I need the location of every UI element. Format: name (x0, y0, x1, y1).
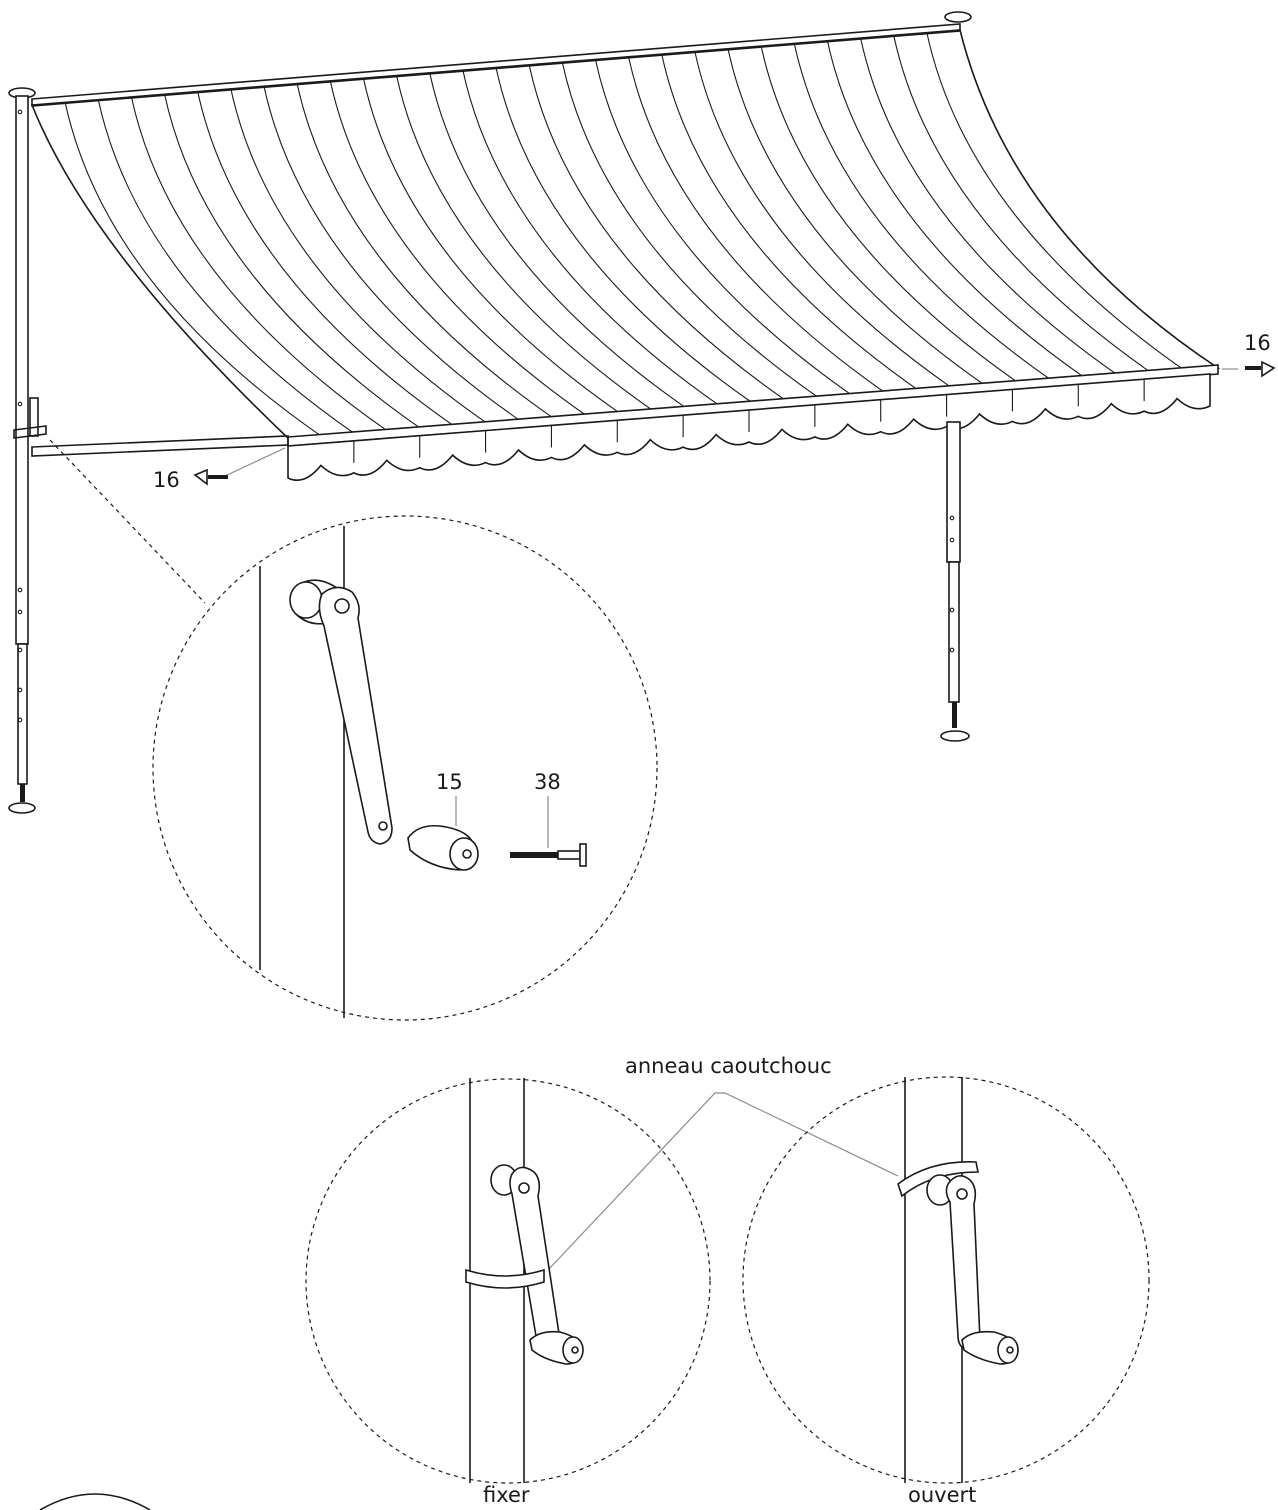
canopy-stripe (926, 32, 1186, 372)
canopy-stripe (661, 53, 921, 392)
right-post-thread (952, 702, 957, 728)
canopy-stripe (793, 43, 1053, 382)
canopy-stripe (164, 94, 423, 431)
right-post (940, 11, 972, 742)
state-fixed-label: fixer (483, 1483, 530, 1507)
canopy-stripe (893, 35, 1153, 374)
state-open-label: ouvert (908, 1483, 976, 1507)
canopy-stripe (495, 67, 755, 405)
part-38-bolt (510, 843, 587, 867)
canopy-stripe (628, 56, 887, 395)
right-post-top-plate (944, 11, 972, 23)
fixed-state-detail: fixer (305, 1078, 711, 1507)
part-16-left-callout: 16 (153, 447, 286, 492)
left-post-thread (20, 784, 25, 802)
crank-bracket (29, 397, 39, 437)
canopy-stripe (64, 102, 324, 438)
crank-detail-view: 15 38 (49, 439, 658, 1021)
canopy-stripe (694, 51, 954, 390)
crank-clip (13, 425, 47, 439)
rubber-ring-leaders (547, 1092, 899, 1271)
canopy-stripe (462, 70, 722, 408)
end-cap-icon (1261, 360, 1276, 378)
part-15-label: 15 (436, 770, 463, 794)
left-post-upper (15, 95, 29, 645)
canopy-stripe (396, 75, 655, 413)
left-post-lower (17, 643, 28, 785)
part-16-right-callout: 16 (1222, 331, 1276, 378)
rubber-ring-label: anneau caoutchouc (625, 1054, 832, 1078)
canopy-stripe (760, 45, 1020, 384)
crank-arm (945, 1175, 981, 1352)
canopy-stripe (97, 99, 357, 436)
top-bar (31, 23, 961, 107)
partial-circle (39, 1493, 151, 1510)
end-cap-icon (193, 468, 208, 486)
open-state-detail: ouvert (742, 1076, 1150, 1507)
rubber-ring (465, 1268, 545, 1289)
left-post-foot (8, 802, 36, 814)
canopy-stripe (429, 72, 689, 410)
canopy-stripes (64, 32, 1186, 438)
awning-canopy (30, 23, 1221, 482)
part-16-right-label: 16 (1244, 331, 1271, 355)
canopy-stripe (329, 80, 589, 418)
crank-arm (318, 586, 393, 845)
canopy-stripe (197, 91, 457, 428)
right-post-lower (948, 561, 960, 703)
part-38-label: 38 (534, 770, 561, 794)
right-post-foot (940, 730, 970, 742)
canopy-stripe (594, 59, 854, 397)
canopy-stripe (528, 64, 788, 402)
canopy-stripe (230, 88, 490, 426)
side-rail (31, 435, 289, 457)
canopy-stripe (362, 78, 622, 415)
canopy-stripe (860, 37, 1119, 377)
part-16-left-label: 16 (153, 468, 180, 492)
canopy-stripe (561, 62, 821, 400)
canopy-stripe (826, 40, 1086, 379)
canopy-stripe (727, 48, 987, 387)
canopy-stripe (263, 86, 523, 423)
rubber-ring (897, 1161, 979, 1198)
canopy-stripe (296, 83, 556, 420)
canopy-stripe (130, 96, 390, 433)
left-post (8, 87, 47, 814)
crank-arm (509, 1166, 561, 1352)
